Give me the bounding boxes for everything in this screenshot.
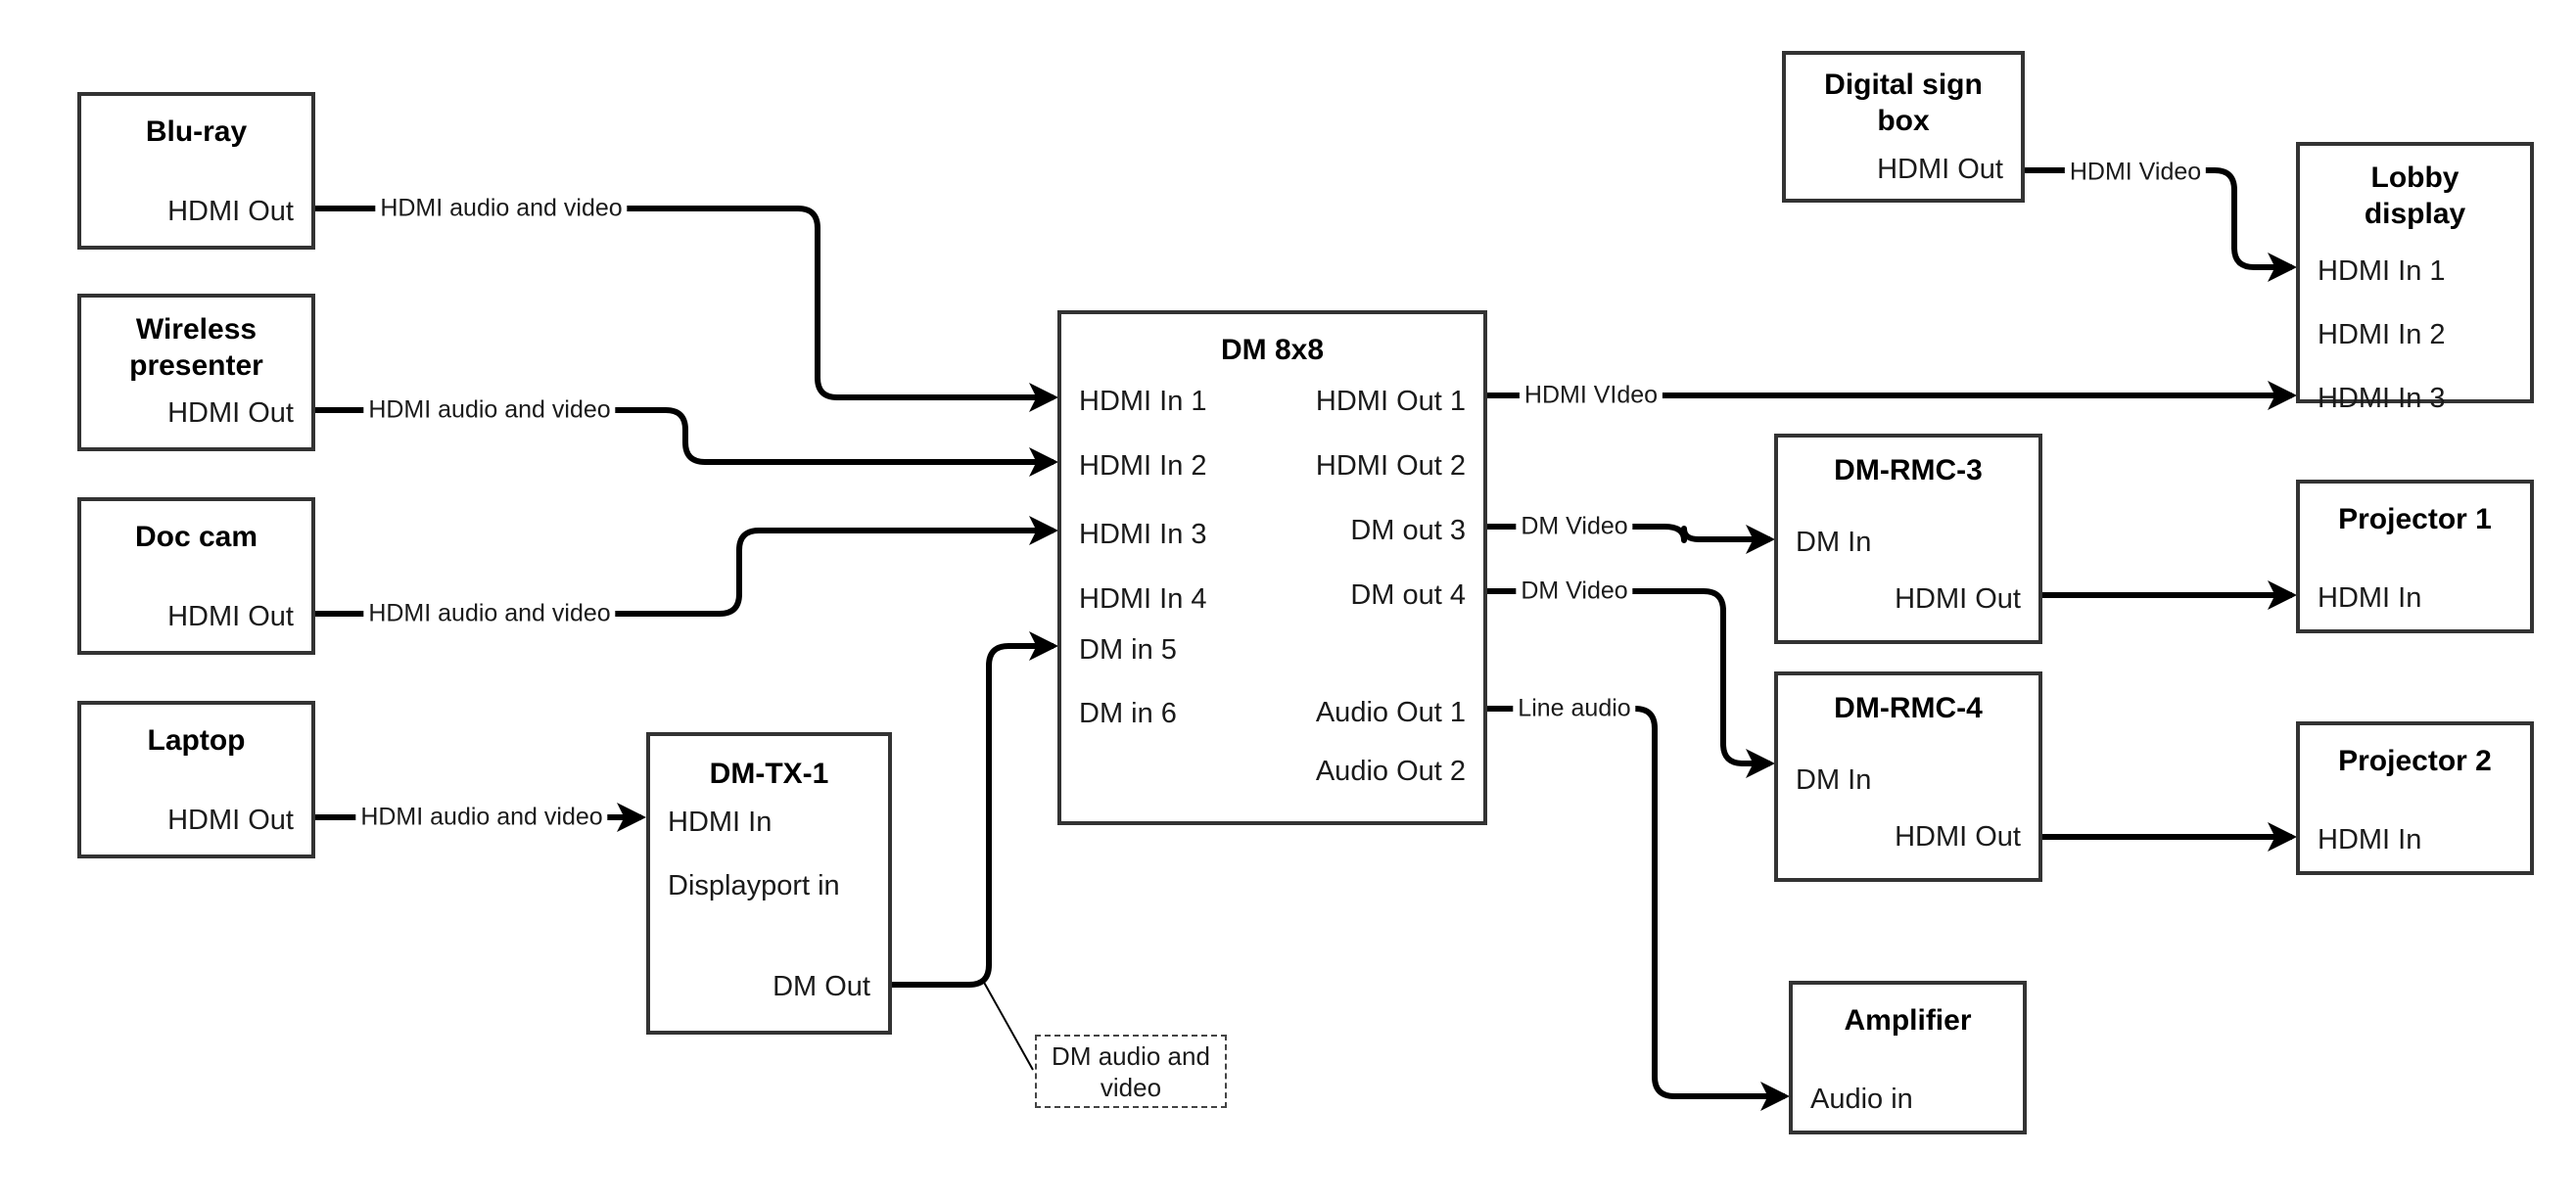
- node-dm-tx-1-port-hdmi-in[interactable]: HDMI In: [668, 807, 773, 838]
- node-laptop-port-hdmi-out[interactable]: HDMI Out: [167, 805, 294, 836]
- node-dm-rmc-4-title: DM-RMC-4: [1834, 692, 1983, 724]
- node-doc-cam-port-hdmi-out[interactable]: HDMI Out: [167, 601, 294, 632]
- edge-label-dm-out4: DM Video: [1516, 577, 1633, 606]
- node-projector-1[interactable]: Projector 1 HDMI In: [2296, 480, 2534, 633]
- wire-dm8x8-audio1-to-amp: [1487, 706, 1790, 1111]
- node-lobby-display[interactable]: Lobby display HDMI In 1 HDMI In 2 HDMI I…: [2296, 142, 2534, 414]
- node-projector-1-title: Projector 1: [2338, 503, 2492, 535]
- node-dm-rmc-3-title: DM-RMC-3: [1834, 454, 1983, 486]
- wire-dm8x8-out3-to-rmc3: [1487, 524, 1775, 554]
- node-amplifier-title: Amplifier: [1844, 1004, 1972, 1037]
- node-dm-8x8-port-hdmi-in-4[interactable]: HDMI In 4: [1079, 583, 1207, 615]
- edge-label-digitalsign: HDMI Video: [2064, 158, 2207, 187]
- edge-label-doccam: HDMI audio and video: [363, 599, 616, 628]
- node-dm-rmc-3-port-hdmi-out[interactable]: HDMI Out: [1895, 583, 2021, 615]
- edge-label-laptop: HDMI audio and video: [355, 803, 608, 832]
- node-laptop-title: Laptop: [147, 724, 246, 757]
- node-bluray-title: Blu-ray: [145, 115, 248, 148]
- node-doc-cam-title: Doc cam: [134, 521, 258, 553]
- node-lobby-display-port-hdmi-in-3[interactable]: HDMI In 3: [2318, 383, 2446, 414]
- node-lobby-display-port-hdmi-in-2[interactable]: HDMI In 2: [2318, 319, 2446, 350]
- wire-dm8x8-out4-to-rmc4: [1487, 588, 1775, 778]
- node-lobby-display-title: Lobby display: [2364, 162, 2466, 230]
- node-dm-rmc-4-port-dm-in[interactable]: DM In: [1796, 764, 1872, 796]
- node-amplifier[interactable]: Amplifier Audio in: [1789, 981, 2027, 1134]
- edge-label-bluray: HDMI audio and video: [375, 194, 628, 223]
- wire-wireless-to-dm8x8-in2: [315, 407, 1058, 477]
- node-projector-2-port-hdmi-in[interactable]: HDMI In: [2318, 824, 2422, 855]
- node-laptop[interactable]: Laptop HDMI Out: [77, 701, 315, 858]
- node-dm-8x8-port-hdmi-in-3[interactable]: HDMI In 3: [1079, 519, 1207, 550]
- edge-label-hdmi-out1: HDMI VIdeo: [1519, 381, 1663, 410]
- node-wireless-presenter-port-hdmi-out[interactable]: HDMI Out: [167, 397, 294, 429]
- node-wireless-presenter-title: Wireless presenter: [129, 313, 263, 382]
- node-dm-8x8-port-audio-out-2[interactable]: Audio Out 2: [1315, 756, 1466, 787]
- node-dm-8x8[interactable]: DM 8x8 HDMI In 1 HDMI In 2 HDMI In 3 HDM…: [1057, 310, 1487, 825]
- node-dm-rmc-3-port-dm-in[interactable]: DM In: [1796, 527, 1872, 558]
- wire-bluray-to-dm8x8-in1: [315, 206, 1058, 412]
- node-digital-sign-box-title: Digital sign box: [1824, 69, 1983, 137]
- node-lobby-display-port-hdmi-in-1[interactable]: HDMI In 1: [2318, 255, 2446, 287]
- node-dm-tx-1-title: DM-TX-1: [709, 758, 829, 790]
- node-dm-tx-1-port-dm-out[interactable]: DM Out: [773, 971, 870, 1002]
- node-dm-8x8-port-hdmi-in-1[interactable]: HDMI In 1: [1079, 386, 1207, 417]
- node-dm-rmc-3[interactable]: DM-RMC-3 DM In HDMI Out: [1774, 434, 2042, 644]
- wire-dmtx1-to-dm8x8-in5: [892, 631, 1058, 988]
- node-dm-tx-1-port-displayport-in[interactable]: Displayport in: [668, 870, 840, 901]
- leader-dm-av-callout: [981, 978, 1034, 1071]
- node-dm-8x8-port-audio-out-1[interactable]: Audio Out 1: [1315, 697, 1466, 728]
- node-dm-8x8-title: DM 8x8: [1220, 334, 1325, 366]
- callout-dm-audio-and-video: DM audio and video: [1035, 1035, 1227, 1108]
- node-bluray[interactable]: Blu-ray HDMI Out: [77, 92, 315, 250]
- node-dm-tx-1[interactable]: DM-TX-1 HDMI In Displayport in DM Out: [646, 732, 892, 1035]
- node-dm-8x8-port-dm-in-5[interactable]: DM in 5: [1079, 634, 1177, 666]
- wire-digitalsign-to-lobby-in1: [2025, 167, 2297, 282]
- edge-label-wireless: HDMI audio and video: [363, 395, 616, 425]
- edge-label-dm-out3: DM Video: [1516, 512, 1633, 541]
- node-dm-8x8-port-hdmi-out-2[interactable]: HDMI Out 2: [1315, 450, 1466, 482]
- node-amplifier-port-audio-in[interactable]: Audio in: [1810, 1084, 1913, 1115]
- node-projector-1-port-hdmi-in[interactable]: HDMI In: [2318, 582, 2422, 614]
- node-doc-cam[interactable]: Doc cam HDMI Out: [77, 497, 315, 655]
- node-projector-2-title: Projector 2: [2338, 745, 2492, 777]
- node-dm-8x8-port-dm-in-6[interactable]: DM in 6: [1079, 698, 1177, 729]
- node-wireless-presenter[interactable]: Wireless presenter HDMI Out: [77, 294, 315, 451]
- node-dm-8x8-port-dm-out-4[interactable]: DM out 4: [1350, 579, 1466, 611]
- node-digital-sign-box-port-hdmi-out[interactable]: HDMI Out: [1877, 154, 2003, 185]
- node-dm-8x8-port-dm-out-3[interactable]: DM out 3: [1350, 515, 1466, 546]
- node-digital-sign-box[interactable]: Digital sign box HDMI Out: [1782, 51, 2025, 203]
- node-projector-2[interactable]: Projector 2 HDMI In: [2296, 721, 2534, 875]
- wire-doccam-to-dm8x8-in3: [315, 516, 1058, 617]
- node-bluray-port-hdmi-out[interactable]: HDMI Out: [167, 196, 294, 227]
- node-dm-8x8-port-hdmi-out-1[interactable]: HDMI Out 1: [1315, 386, 1466, 417]
- node-dm-8x8-port-hdmi-in-2[interactable]: HDMI In 2: [1079, 450, 1207, 482]
- node-dm-rmc-4[interactable]: DM-RMC-4 DM In HDMI Out: [1774, 671, 2042, 882]
- node-dm-rmc-4-port-hdmi-out[interactable]: HDMI Out: [1895, 821, 2021, 853]
- edge-label-audio-out1: Line audio: [1513, 694, 1636, 723]
